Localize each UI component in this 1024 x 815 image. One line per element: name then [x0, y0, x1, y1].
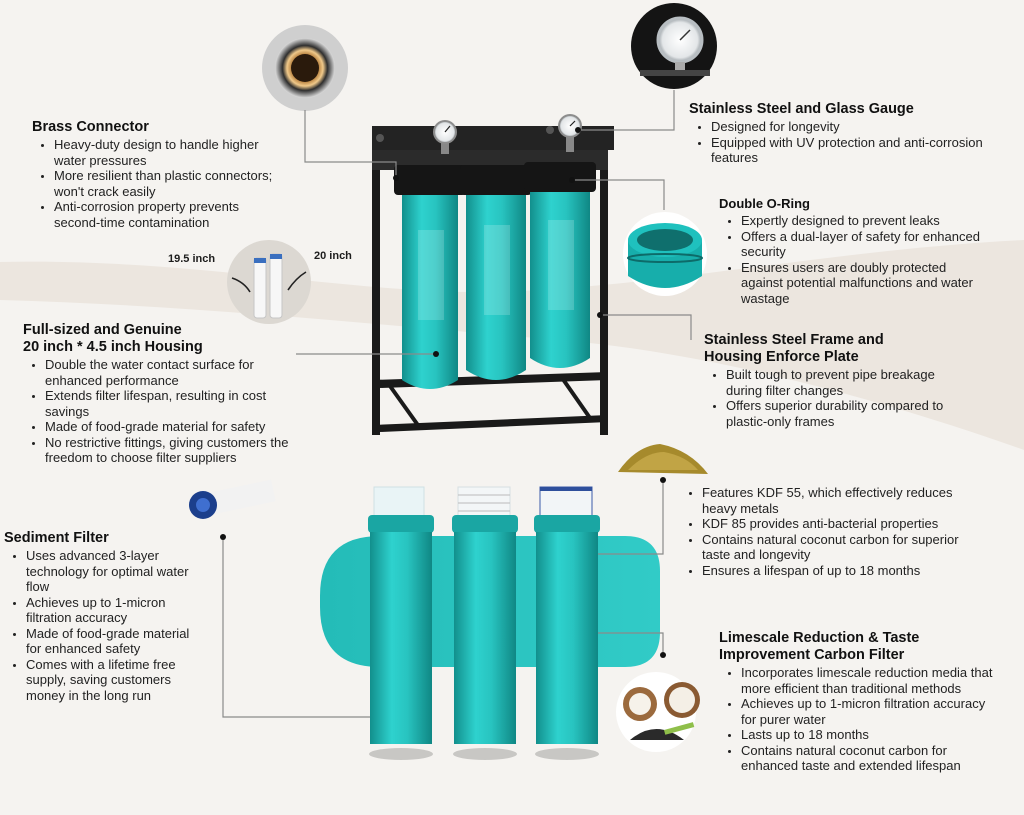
bullet: Features KDF 55, which effectively reduc…	[702, 485, 980, 516]
callout-gauge: Stainless Steel and Glass Gauge Designed…	[689, 101, 989, 166]
bullet: Achieves up to 1-micron filtration accur…	[26, 595, 199, 626]
bullet: Contains natural coconut carbon for supe…	[702, 532, 980, 563]
callout-limescale-carbon-filter: Limescale Reduction & Taste Improvement …	[719, 630, 994, 774]
callout-brass-connector: Brass Connector Heavy-duty design to han…	[32, 119, 282, 230]
bullet: Uses advanced 3-layer technology for opt…	[26, 548, 199, 595]
callout-double-o-ring: Double O-Ring Expertly designed to preve…	[719, 195, 989, 306]
bullet: Made of food-grade material for enhanced…	[26, 626, 199, 657]
callout-title: Brass Connector	[32, 119, 149, 135]
bullet: Ensures a lifespan of up to 18 months	[702, 563, 980, 579]
bullet: Ensures users are doubly protected again…	[741, 260, 989, 307]
bullet: Lasts up to 18 months	[741, 727, 994, 743]
bullet: Contains natural coconut carbon for enha…	[741, 743, 994, 774]
bullet: Double the water contact surface for enh…	[45, 357, 308, 388]
bullet: Offers a dual-layer of safety for enhanc…	[741, 229, 989, 260]
callout-title-line1: Full-sized and Genuine	[23, 322, 182, 338]
callout-title-line1: Stainless Steel Frame and	[704, 332, 884, 348]
sediment-thumbnail	[189, 479, 276, 519]
bullet: No restrictive fittings, giving customer…	[45, 435, 308, 466]
size-label-right: 20 inch	[314, 250, 352, 262]
bullet: KDF 85 provides anti-bacterial propertie…	[702, 516, 980, 532]
coconut-thumbnail	[616, 672, 700, 752]
callout-title: Double O-Ring	[719, 196, 810, 211]
bullet: Extends filter lifespan, resulting in co…	[45, 388, 308, 419]
bullet: Equipped with UV protection and anti-cor…	[711, 135, 989, 166]
filter-cartridges	[320, 486, 660, 760]
kdf-powder-thumbnail	[618, 444, 708, 474]
callout-title-line2: 20 inch * 4.5 inch Housing	[23, 339, 203, 355]
bullet: Comes with a lifetime free supply, savin…	[26, 657, 199, 704]
bullet: Expertly designed to prevent leaks	[741, 213, 989, 229]
size-comparison-thumbnail	[227, 240, 311, 324]
callout-title-line2: Improvement Carbon Filter	[719, 647, 905, 663]
callout-kdf: Features KDF 55, which effectively reduc…	[680, 484, 980, 578]
bullet: Heavy-duty design to handle higher water…	[54, 137, 282, 168]
callout-title-line1: Limescale Reduction & Taste	[719, 630, 920, 646]
o-ring-thumbnail	[623, 212, 707, 296]
bullet: Made of food-grade material for safety	[45, 419, 308, 435]
bullet: Anti-corrosion property prevents second-…	[54, 199, 282, 230]
callout-title: Sediment Filter	[4, 530, 109, 546]
callout-title: Stainless Steel and Glass Gauge	[689, 101, 914, 117]
bullet: Achieves up to 1-micron filtration accur…	[741, 696, 994, 727]
callout-housing: Full-sized and Genuine 20 inch * 4.5 inc…	[23, 322, 308, 466]
bullet: Designed for longevity	[711, 119, 989, 135]
callout-title-line2: Housing Enforce Plate	[704, 349, 859, 365]
callout-sediment-filter: Sediment Filter Uses advanced 3-layer te…	[4, 530, 199, 703]
bullet: More resilient than plastic connectors; …	[54, 168, 282, 199]
bullet: Offers superior durability compared to p…	[726, 398, 974, 429]
bullet: Built tough to prevent pipe breakage dur…	[726, 367, 974, 398]
gauge-thumbnail	[631, 3, 717, 89]
callout-frame: Stainless Steel Frame and Housing Enforc…	[704, 332, 974, 429]
brass-connector-thumbnail	[262, 25, 348, 111]
size-label-left: 19.5 inch	[168, 253, 216, 265]
leader-lines	[220, 90, 692, 718]
bullet: Incorporates limescale reduction media t…	[741, 665, 994, 696]
filter-system-product	[372, 114, 614, 435]
